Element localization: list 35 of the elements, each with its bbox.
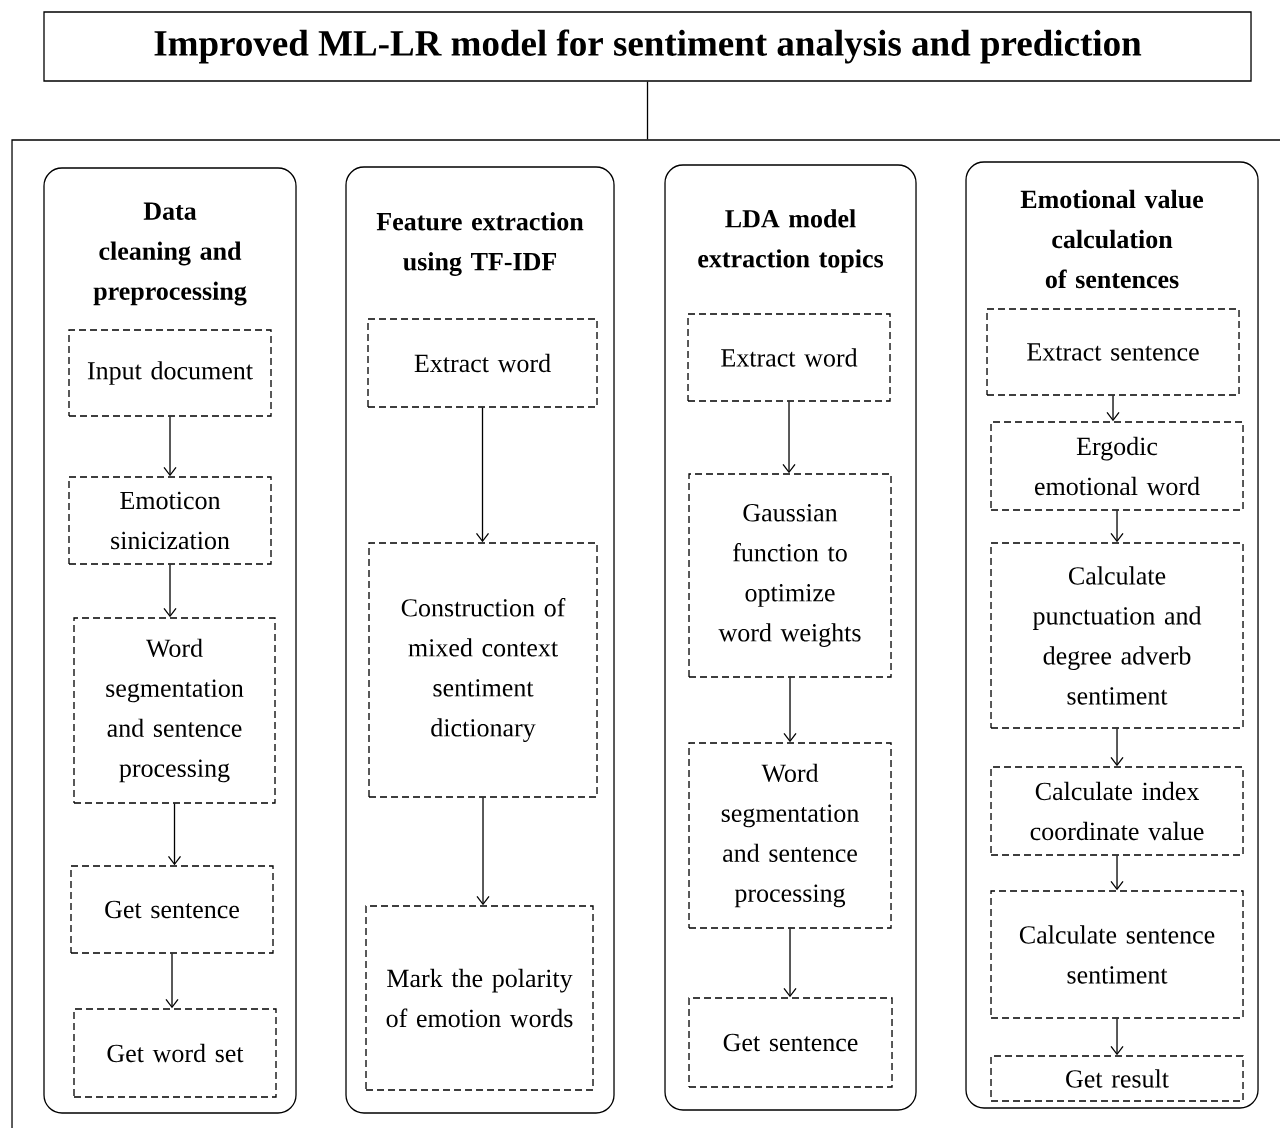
process-box: Gaussian function to optimize word weights (688, 473, 892, 678)
process-box: Mark the polarity of emotion words (365, 905, 594, 1091)
process-box: Word segmentation and sentence processing (73, 617, 276, 804)
process-box: Get word set (73, 1008, 277, 1098)
process-box: Word segmentation and sentence processing (688, 742, 892, 929)
process-box: Input document (68, 329, 272, 417)
frame (11, 139, 1281, 1129)
arrow (167, 803, 182, 866)
arrow (1110, 728, 1124, 767)
process-box: Ergodic emotional word (990, 421, 1244, 511)
process-box: Extract word (367, 318, 598, 408)
arrow (476, 797, 490, 906)
process-box: Calculate index coordinate value (990, 766, 1244, 856)
connector-line (646, 81, 649, 140)
process-box: Construction of mixed context sentiment dictionary (368, 542, 598, 798)
arrow (165, 953, 179, 1009)
arrow (163, 416, 177, 477)
arrow (783, 928, 797, 998)
arrow (1106, 395, 1120, 422)
process-box: Calculate sentence sentiment (990, 890, 1244, 1019)
arrow (1110, 855, 1124, 891)
process-box: Emoticon sinicization (68, 476, 272, 565)
process-box: Calculate punctuation and degree adverb sentiment (990, 542, 1244, 729)
arrow (783, 677, 797, 743)
process-box: Get result (990, 1055, 1244, 1102)
arrow (475, 407, 490, 543)
arrow (1110, 510, 1124, 543)
process-box: Extract sentence (986, 308, 1240, 396)
arrow (1110, 1018, 1124, 1056)
title-box: Improved ML-LR model for sentiment analysis and prediction (43, 11, 1252, 82)
arrow (163, 564, 177, 618)
process-box: Get sentence (70, 865, 274, 954)
process-box: Get sentence (688, 997, 893, 1088)
arrow (782, 401, 796, 474)
process-box: Extract word (687, 313, 891, 402)
